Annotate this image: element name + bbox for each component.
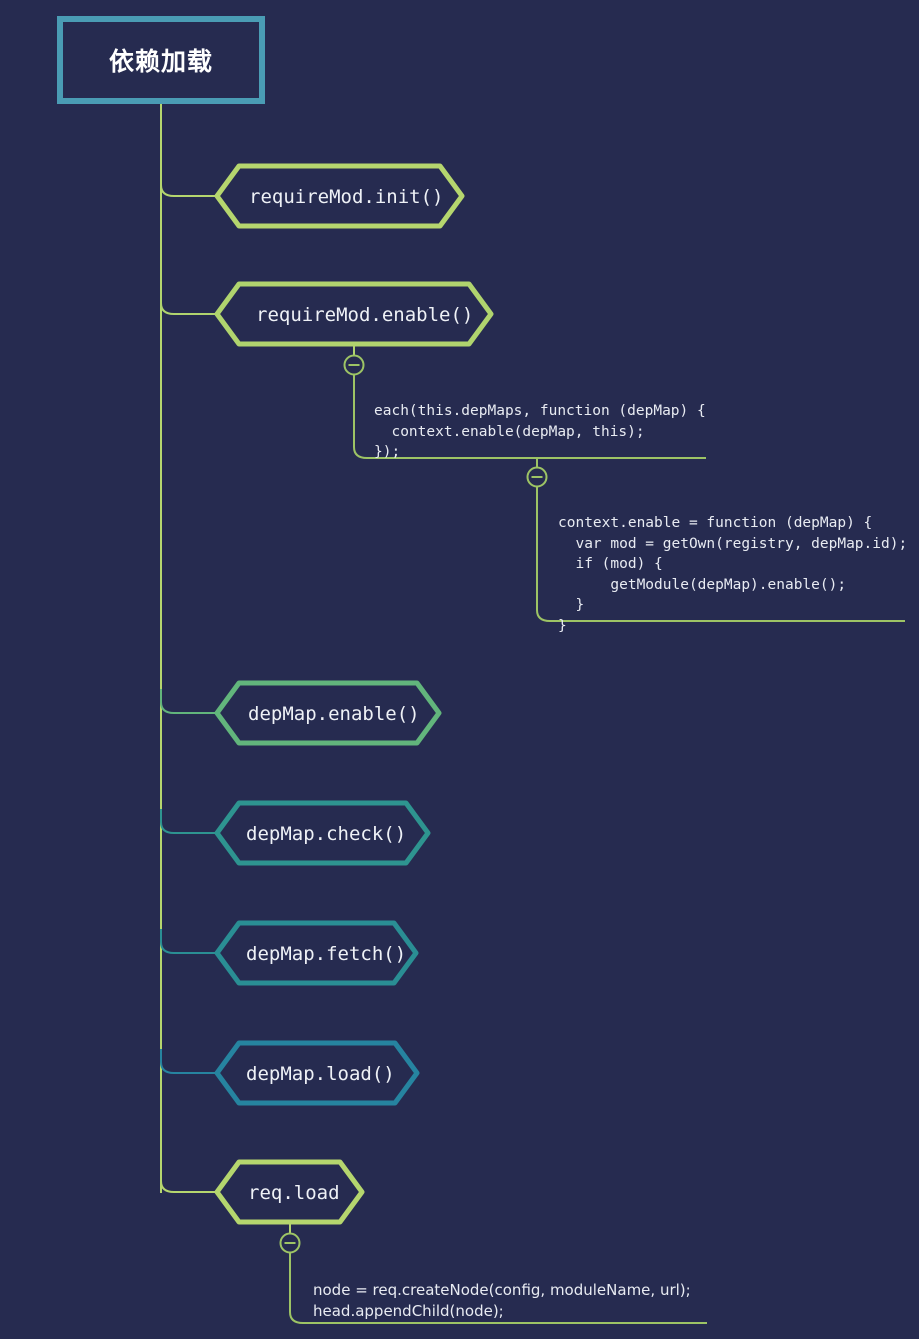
node-label-depMap-enable[interactable]: depMap.enable() [248, 703, 420, 725]
edge-to-requireMod-enable [160, 290, 217, 315]
edge-to-depMap-fetch [160, 929, 217, 954]
edge-to-depMap-load [160, 1049, 217, 1074]
collapse-toggle-req-load[interactable] [279, 1232, 301, 1254]
page-title[interactable]: 依赖加载 [57, 16, 265, 104]
code-block-req-createnode: node = req.createNode(config, moduleName… [313, 1281, 691, 1320]
edge-to-depMap-check [160, 809, 217, 834]
code-bracket-req-createnode [289, 1253, 707, 1324]
node-shape-requireMod-init[interactable] [214, 163, 465, 229]
edge-to-req-load [160, 1168, 217, 1193]
node-label-depMap-load[interactable]: depMap.load() [246, 1063, 395, 1085]
edge-to-requireMod-init [160, 172, 217, 197]
collapse-toggle-each-depmaps[interactable] [526, 466, 548, 488]
node-label-req-load[interactable]: req.load [248, 1182, 340, 1204]
code-bracket-each-depmaps [353, 375, 706, 459]
code-bracket-context-enable [536, 487, 905, 622]
node-shape-depMap-enable[interactable] [214, 680, 442, 746]
node-shape-depMap-fetch[interactable] [214, 920, 419, 986]
node-label-depMap-check[interactable]: depMap.check() [246, 823, 407, 845]
node-label-requireMod-init[interactable]: requireMod.init() [249, 186, 444, 208]
code-block-context-enable: context.enable = function (depMap) { var… [558, 515, 908, 634]
node-label-requireMod-enable[interactable]: requireMod.enable() [256, 304, 474, 326]
node-shape-depMap-load[interactable] [214, 1040, 420, 1106]
node-shape-req-load[interactable] [214, 1159, 365, 1225]
node-label-depMap-fetch[interactable]: depMap.fetch() [246, 943, 407, 965]
edge-to-depMap-enable [160, 689, 217, 714]
code-block-each-depmaps: each(this.depMaps, function (depMap) { c… [374, 403, 706, 460]
node-shape-requireMod-enable[interactable] [214, 281, 494, 347]
node-shape-depMap-check[interactable] [214, 800, 431, 866]
collapse-toggle-requireMod-enable[interactable] [343, 354, 365, 376]
